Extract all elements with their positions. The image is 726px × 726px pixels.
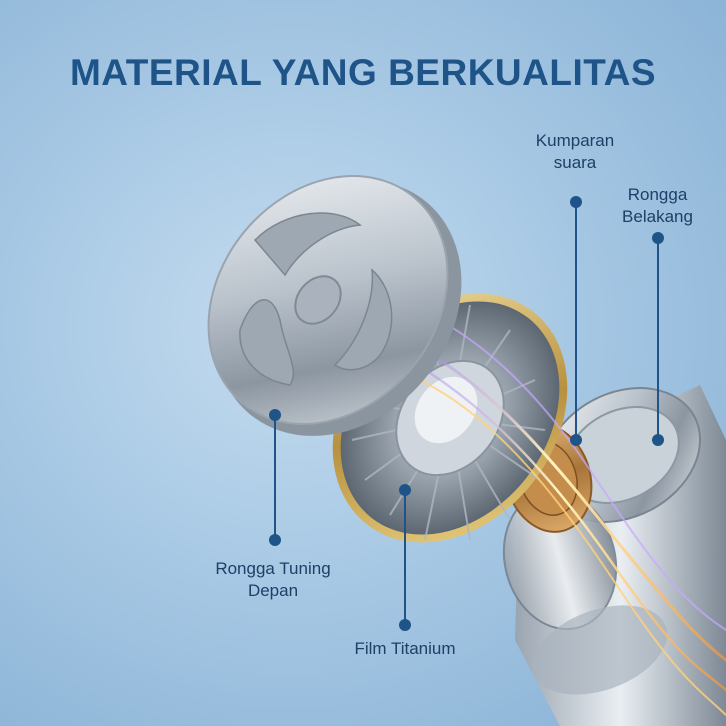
label-kumparan-suara: Kumparan suara [535, 131, 615, 172]
label-rongga-belakang: Rongga Belakang [622, 185, 693, 226]
callout-lines [274, 202, 659, 625]
callout-dot-film-bottom [399, 619, 411, 631]
front-tuning-cover [207, 175, 462, 436]
label-rongga-tuning-depan: Rongga Tuning Depan [215, 559, 331, 600]
page-title: MATERIAL YANG BERKUALITAS [69, 52, 657, 93]
callout-dot-film-top [399, 484, 411, 496]
callout-dot-kumparan-bottom [570, 434, 582, 446]
callout-dot-belakang-bottom [652, 434, 664, 446]
callout-dot-kumparan-top [570, 196, 582, 208]
sound-wave-lines [378, 299, 726, 716]
callout-dot-tuning-top [269, 409, 281, 421]
callout-dot-belakang-top [652, 232, 664, 244]
label-film-titanium: Film Titanium [354, 639, 456, 658]
callout-dots [269, 196, 664, 631]
callout-dot-tuning-bottom [269, 534, 281, 546]
